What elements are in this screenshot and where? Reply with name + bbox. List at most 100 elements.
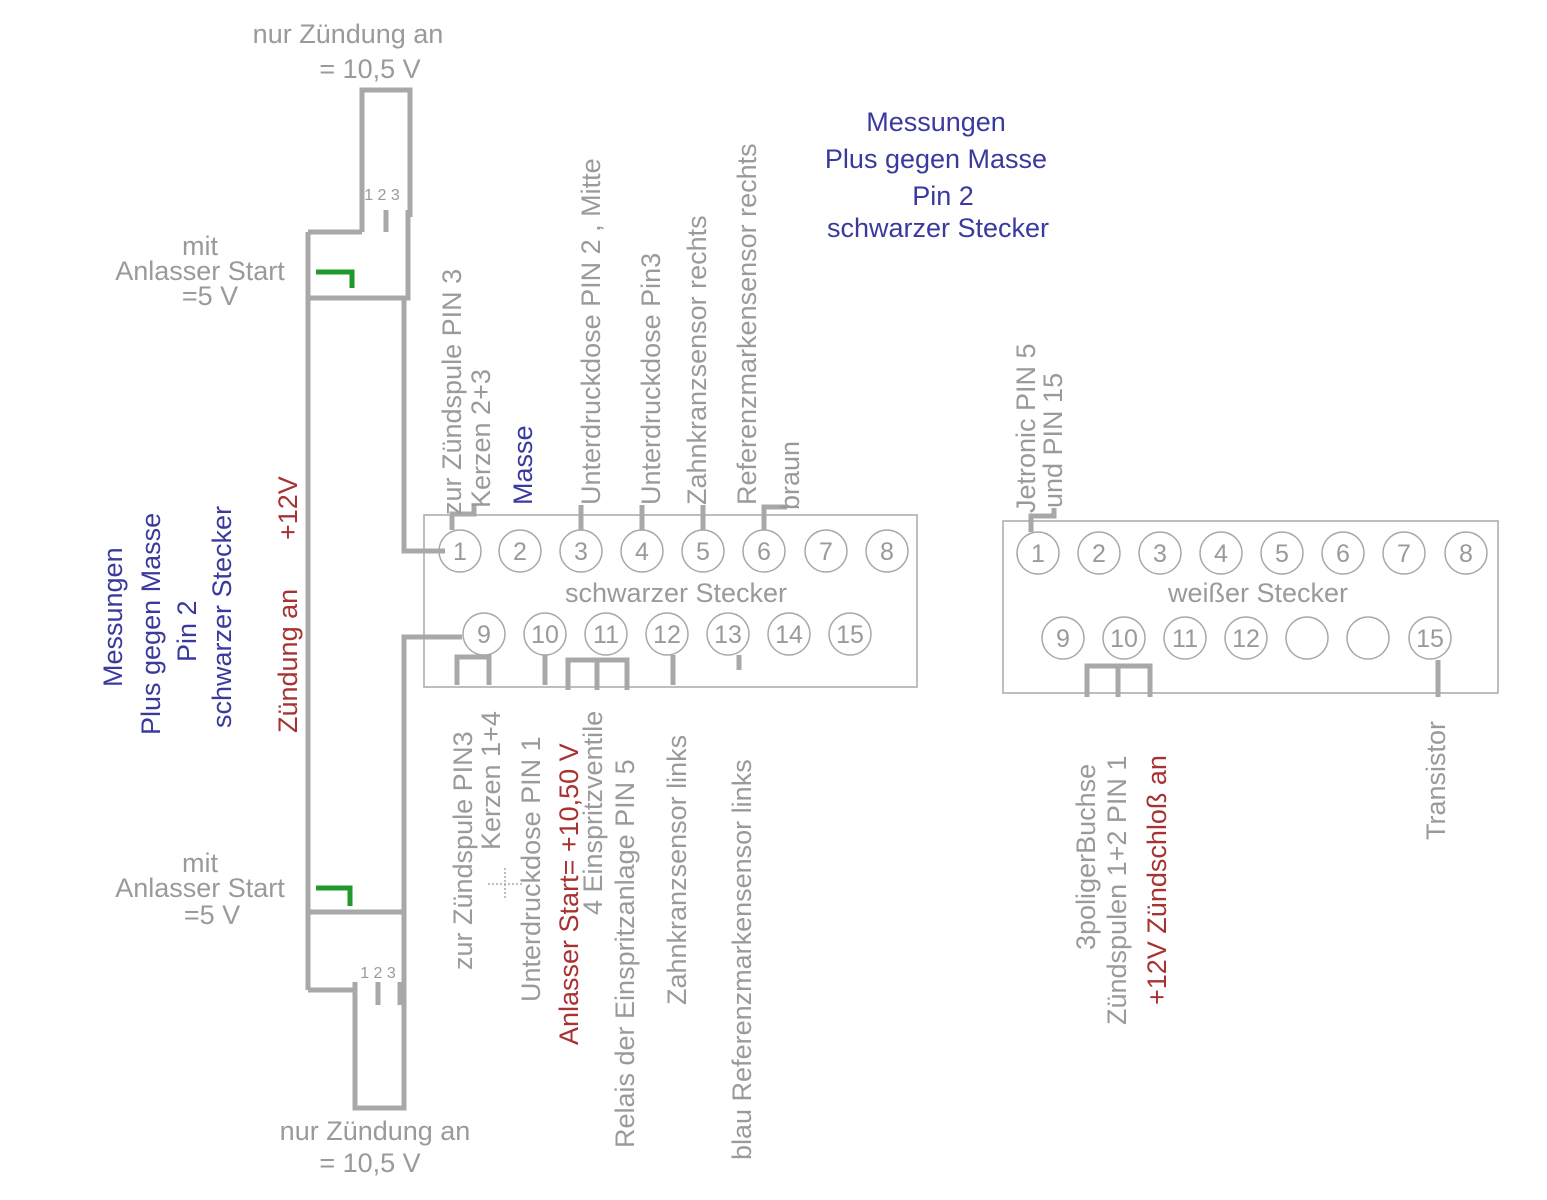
relay-bottom: mit Anlasser Start =5 V 1 2 3 nur Zündun… [115,634,470,1178]
black-top-label-8: braun [775,441,805,510]
white-pin-9 [1041,616,1085,660]
black-pin-3-label: 3 [574,538,588,566]
black-pin-12 [645,612,689,656]
black-top-label-6: Zahnkranzsensor rechts [682,215,712,505]
black-bottom-label-8: blau Referenzmarkensensor links [727,759,757,1160]
relay-bottom-start-label3: =5 V [184,900,240,930]
black-pin-14 [767,612,811,656]
title-left-line2: Plus gegen Masse [136,513,166,735]
relay-top-green-jumper [316,269,355,288]
title-right-line4: schwarzer Stecker [827,213,1049,243]
black-top-label-5: Unterdruckdose Pin3 [636,253,666,505]
white-top-label-1: Jetronic PIN 5 [1011,343,1041,513]
white-pin-4-label: 4 [1214,540,1228,568]
black-pin-7-label: 7 [819,538,833,566]
relay-top-label1: nur Zündung an [253,19,444,49]
black-pin-7 [804,529,848,573]
black-top-label-3: Masse [508,425,538,505]
black-pin-12-label: 12 [653,621,681,649]
white-bottom-label-4: Transistor [1421,721,1451,840]
black-pin-13 [706,612,750,656]
black-bottom-label-5: 4 Einspritzventile [578,711,608,915]
white-pin-10 [1102,616,1146,660]
title-right-line3: Pin 2 [912,181,974,211]
relay-top-label2: = 10,5 V [319,54,420,84]
black-pin-2 [498,529,542,573]
black-bottom-label-3: Unterdruckdose PIN 1 [516,736,546,1002]
black-connector-bottom-pins: 9 10 11 12 13 14 15 [462,612,872,656]
black-pin9-stub [454,654,492,685]
white-bottom-label-3: +12V Zündschloß an [1142,755,1172,1005]
white-pin-14-empty [1346,616,1390,660]
white-pin-8 [1444,531,1488,575]
black-pin-1 [438,529,482,573]
black-pin-4-label: 4 [635,538,649,566]
black-pin-5-label: 5 [696,538,710,566]
white-connector-top-pins: 1 2 3 4 5 6 7 8 [1016,531,1488,575]
white-pin-15-label: 15 [1416,625,1444,653]
white-bottom-label-2: Zündspulen 1+2 PIN 1 [1102,756,1132,1025]
black-top-label-4: Unterdruckdose PIN 2 , Mitte [576,158,606,505]
white-pin-6 [1321,531,1365,575]
black-connector-top-pins: 1 2 3 4 5 6 7 8 [438,529,909,573]
white-pin-12 [1224,616,1268,660]
white-pin-12-label: 12 [1232,625,1260,653]
white-bottom-label-1: 3poligerBuchse [1071,764,1101,950]
black-pin-13-label: 13 [714,621,742,649]
white-pin-8-label: 8 [1459,540,1473,568]
white-pin-5-label: 5 [1275,540,1289,568]
black-connector: schwarzer Stecker 1 2 3 4 5 6 7 8 9 10 1… [423,143,918,1160]
white-pin-2 [1077,531,1121,575]
black-top-label-1: zur Zündspule PIN 3 [437,269,467,515]
white-pin-6-label: 6 [1336,540,1350,568]
white-pin-15 [1408,616,1452,660]
white-connector-name: weißer Stecker [1167,578,1348,608]
title-left-line3: Pin 2 [172,600,202,662]
white-connector-bottom-pins: 9 10 11 12 15 [1041,616,1452,660]
white-pin-11-label: 11 [1172,625,1198,653]
black-pin1-stub [449,505,477,530]
title-left-line1: Messungen [98,547,128,687]
black-connector-name: schwarzer Stecker [565,578,787,608]
black-pin-1-label: 1 [453,538,467,566]
black-top-label-7: Referenzmarkensensor rechts [732,143,762,505]
black-pin-2-label: 2 [513,538,527,566]
title-right: Messungen Plus gegen Masse Pin 2 schwarz… [825,107,1049,243]
black-pin-11-label: 11 [593,621,619,649]
white-pin-11 [1163,616,1207,660]
black-pin-6-label: 6 [757,538,771,566]
white-top-label-2: und PIN 15 [1038,373,1068,508]
black-pin-9-label: 9 [477,621,491,649]
relay-top-to-pin1 [401,232,445,554]
ignition-label-text2: +12V [273,476,303,540]
black-pin-8-label: 8 [880,538,894,566]
relay-bottom-green-jumper [316,885,353,906]
white-pin-5 [1260,531,1304,575]
black-connector-body [423,514,918,688]
ignition-label-text1: Zündung an [273,589,303,733]
white-connector: weißer Stecker 1 2 3 4 5 6 7 8 9 10 11 1… [1002,343,1499,1025]
white-connector-body [1002,520,1499,694]
white-pin-10-label: 10 [1110,625,1138,653]
relay-bottom-start-label1: mit [182,848,218,878]
white-pin-7 [1382,531,1426,575]
black-pin-8 [865,529,909,573]
title-left: Messungen Plus gegen Masse Pin 2 schwarz… [98,506,237,735]
relay-bottom-loop [352,990,407,1111]
white-pin-1 [1016,531,1060,575]
white-pin-13-empty [1285,616,1329,660]
title-right-line2: Plus gegen Masse [825,144,1047,174]
black-pin-11 [584,612,628,656]
white-pin-1-label: 1 [1031,540,1045,568]
relay-top-start-label1: mit [182,231,218,261]
white-pin-3-label: 3 [1153,540,1167,568]
black-bottom-label-6: Relais der Einspritzanlage PIN 5 [610,759,640,1148]
black-bottom-label-2: Kerzen 1+4 [476,711,506,850]
black-bottom-label-4: Anlasser Start= +10,50 V [554,743,584,1045]
black-pin-15-label: 15 [836,621,864,649]
relay-top: nur Zündung an = 10,5 V 1 2 3 mit Anlass… [115,19,445,554]
crosshair-marker [488,868,522,900]
black-bottom-label-1: zur Zündspule PIN3 [448,731,478,970]
white-pin-2-label: 2 [1092,540,1106,568]
